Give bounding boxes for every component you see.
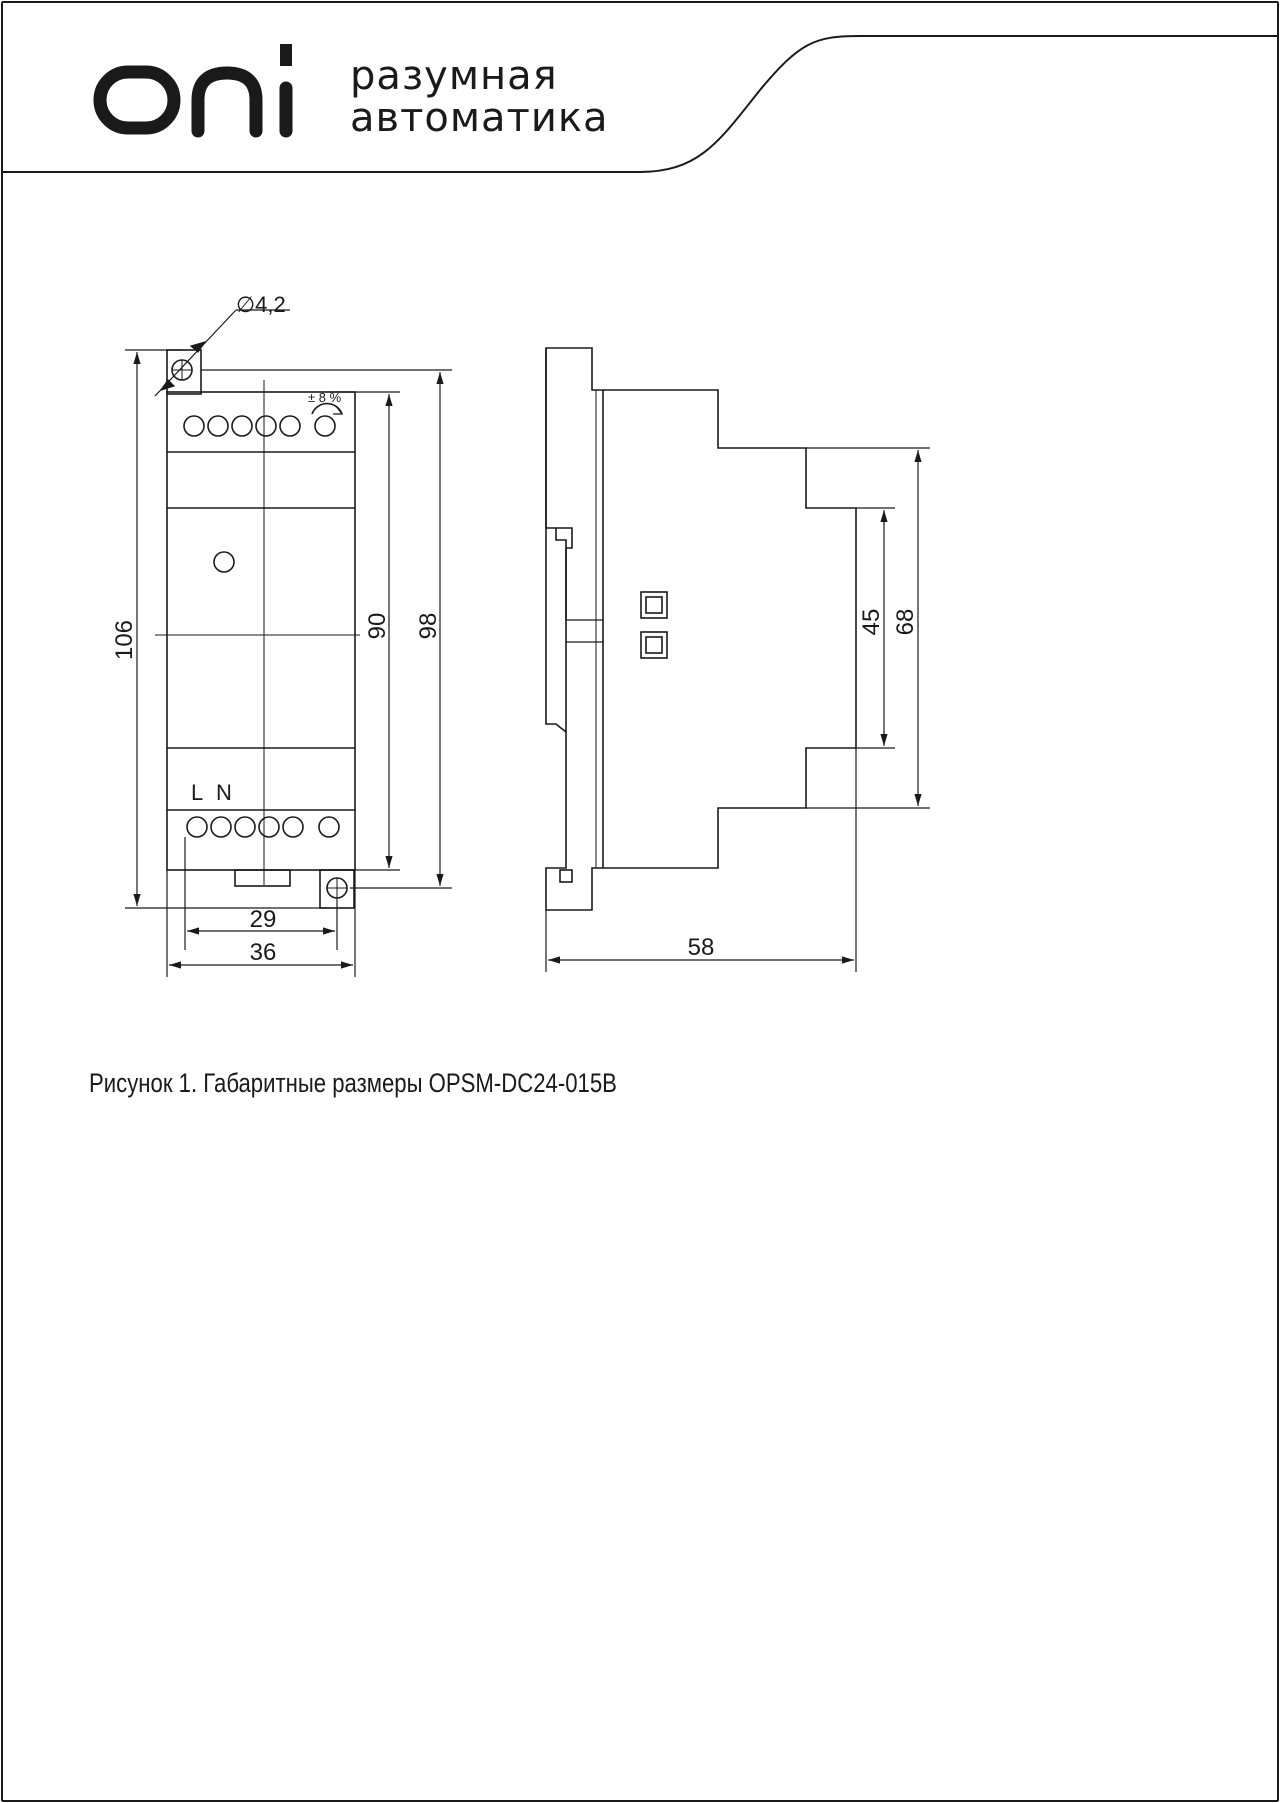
dim-29: 29: [250, 906, 277, 933]
hole-diameter-label: ∅4,2: [236, 292, 286, 317]
dim-36: 36: [250, 939, 277, 966]
adjust-range-label: ± 8 %: [308, 390, 342, 405]
figure-caption: Рисунок 1. Габаритные размеры OPSM-DC24-…: [89, 1068, 617, 1098]
dim-90: 90: [364, 613, 391, 640]
dim-106: 106: [111, 620, 138, 660]
brand-tagline-line1: разумная: [350, 53, 558, 99]
dim-68: 68: [892, 609, 919, 636]
dim-98: 98: [415, 613, 442, 640]
dim-45: 45: [858, 609, 885, 636]
brand-tagline-line2: автоматика: [350, 95, 609, 141]
terminal-label-n: N: [216, 780, 232, 805]
oni-logo: [93, 44, 293, 138]
dim-58: 58: [688, 934, 715, 961]
side-view: [545, 347, 857, 911]
front-view: [155, 349, 360, 909]
terminal-label-l: L: [191, 780, 203, 805]
